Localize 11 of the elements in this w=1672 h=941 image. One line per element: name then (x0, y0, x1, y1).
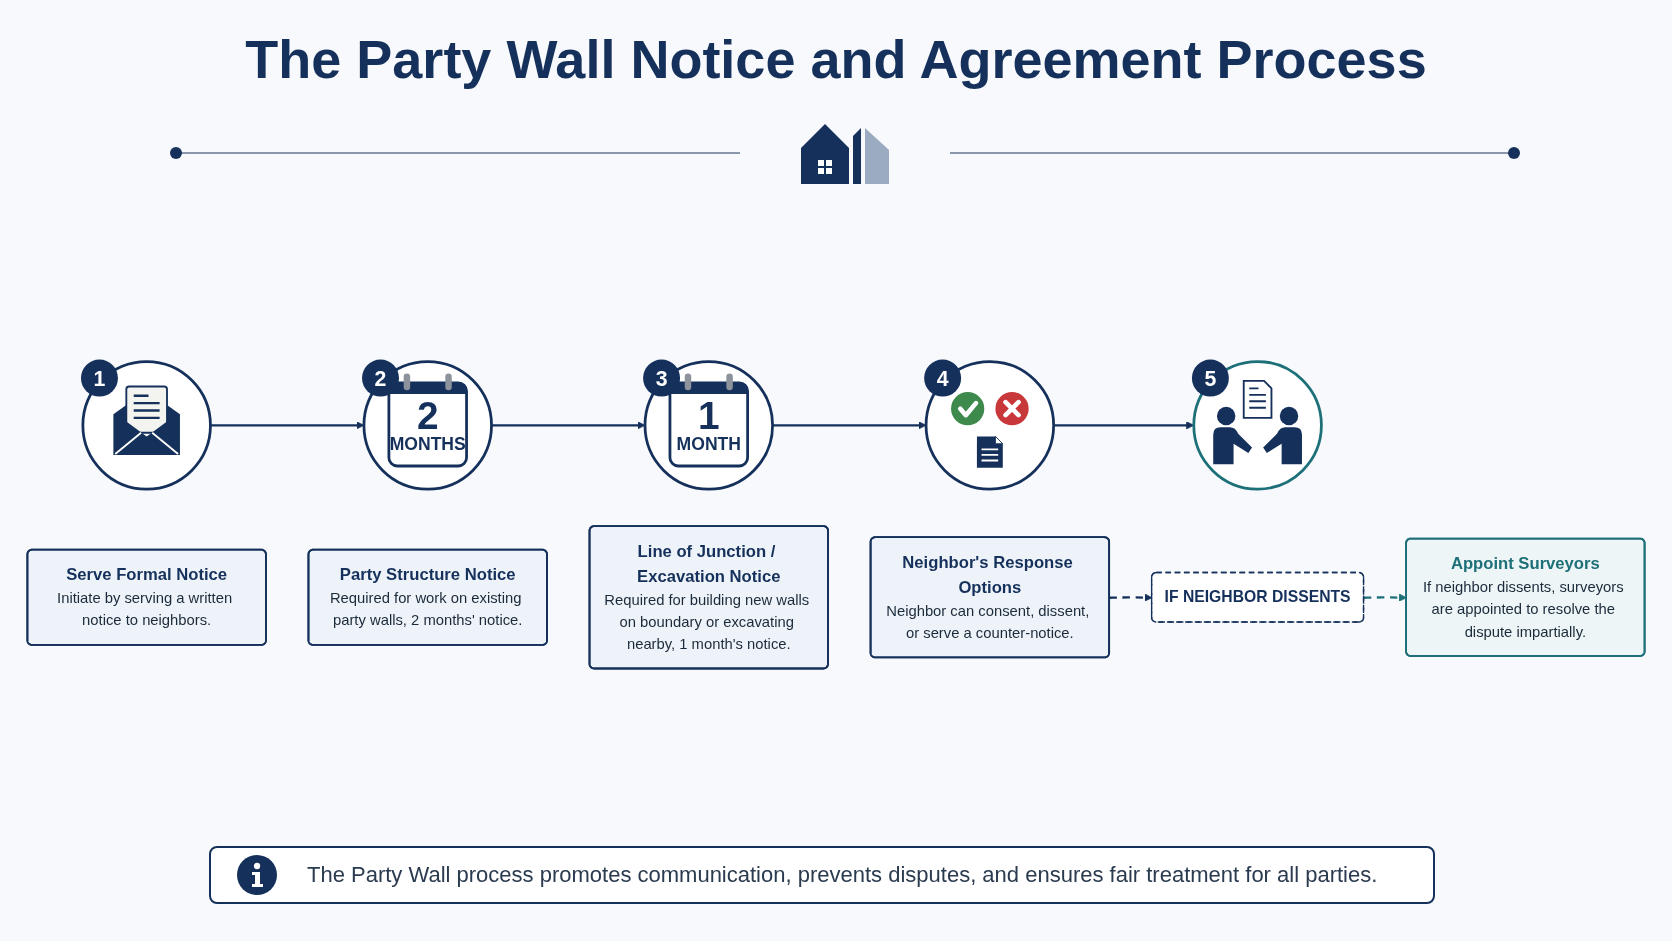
number-badge: 1 (80, 359, 118, 397)
arrow (1363, 593, 1407, 602)
title: The Party Wall Notice and Agreement Process (245, 28, 1427, 90)
number-badge: 2 (362, 359, 399, 397)
arrow (491, 421, 646, 430)
number-badge: 5 (1191, 359, 1229, 397)
caption: The Party Wall process promotes communication, prevents disputes, and ensures fair treatment for all parties. (307, 862, 1378, 888)
arrow (772, 421, 927, 430)
arrow (210, 421, 365, 430)
number-badge: 3 (643, 359, 681, 397)
number-badge: 4 (924, 359, 962, 397)
